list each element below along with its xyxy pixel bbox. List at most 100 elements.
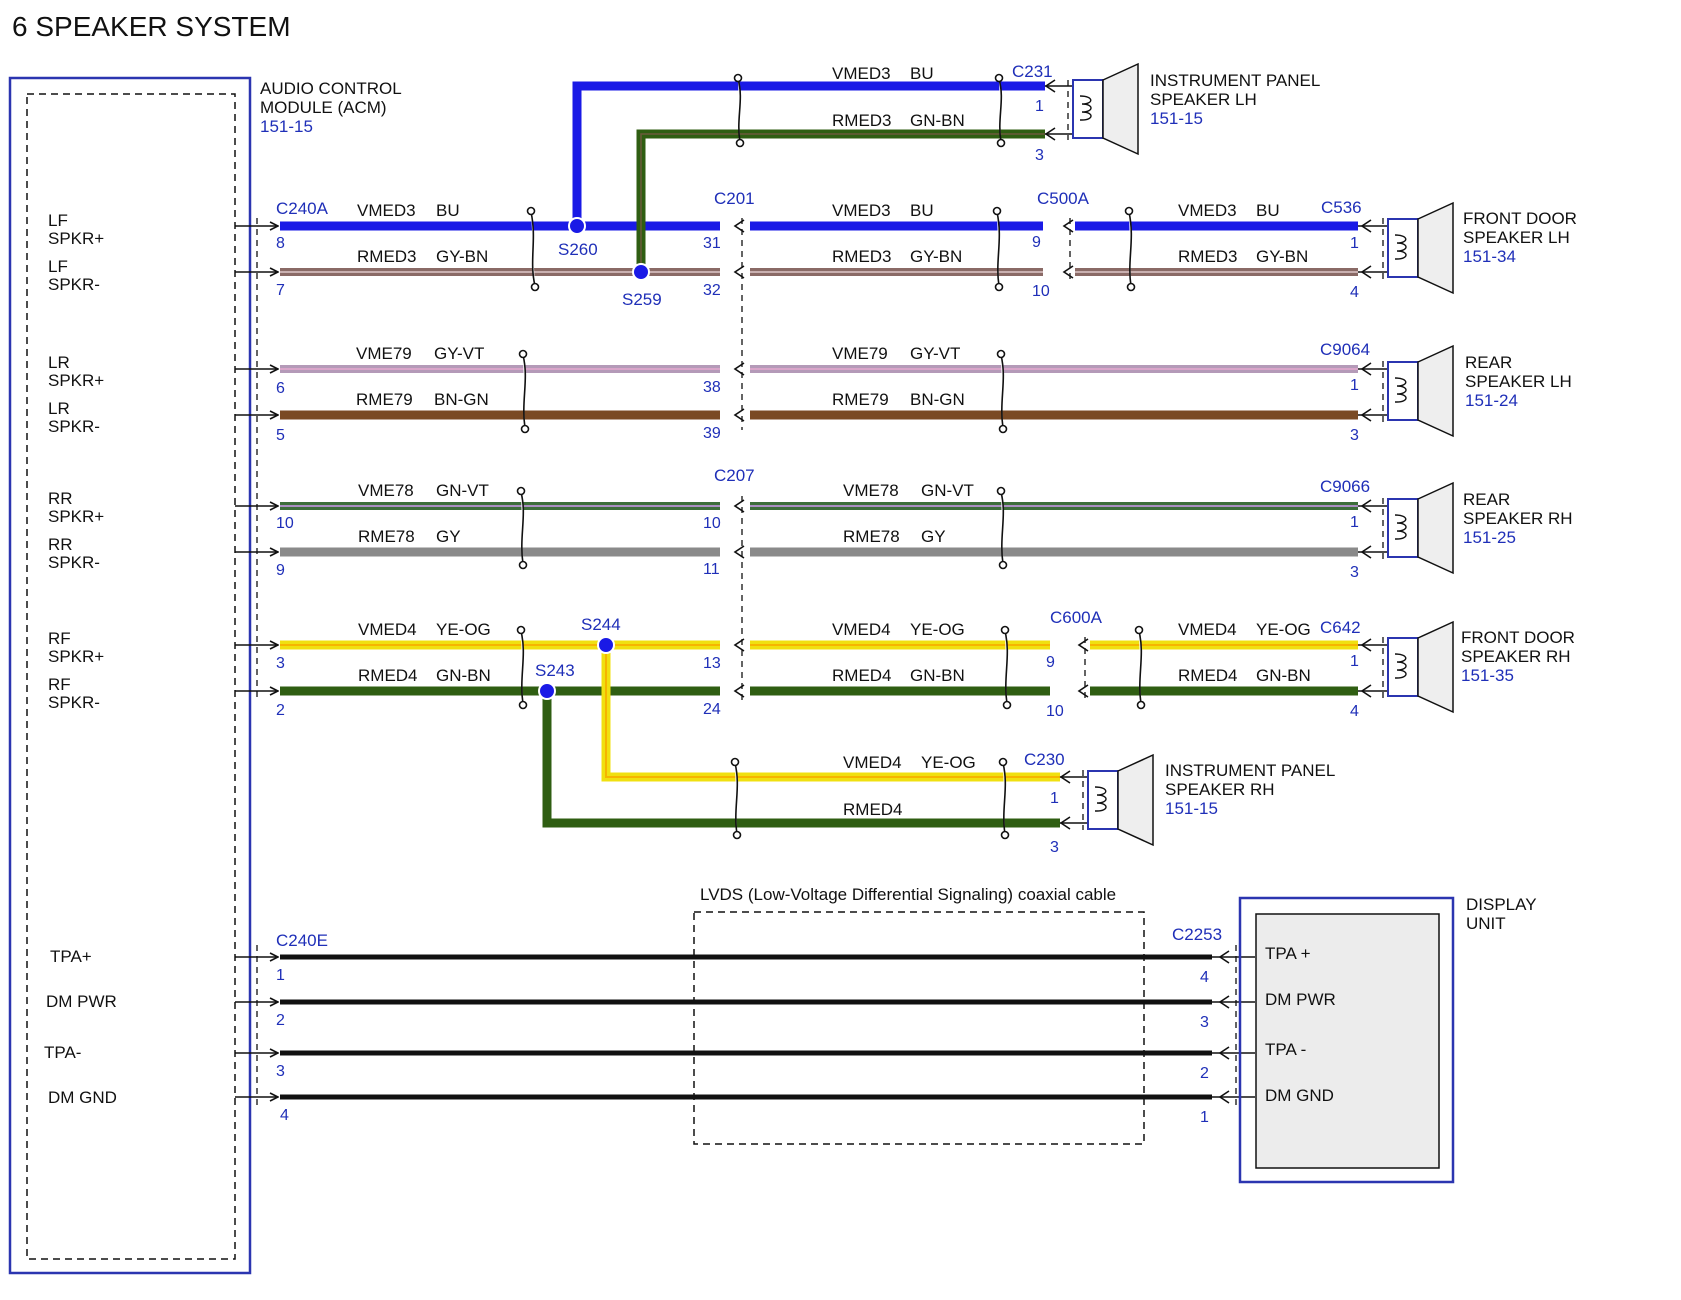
pin-num: 9 [276,562,285,579]
speaker-fd-lh-l1: FRONT DOOR [1463,209,1577,228]
wire-label: GN-BN [910,666,965,685]
wire-label: BU [910,64,934,83]
wire-label: VMED3 [1178,201,1237,220]
pin-num: 3 [1350,564,1359,581]
acm-stubs [235,226,278,1097]
twist [996,211,1001,287]
wire-label: GY [921,527,946,546]
pin-num: 8 [276,235,285,252]
twist-end [996,349,1006,359]
pin-num: 1 [1350,235,1359,252]
twist-end [530,282,540,292]
acm-name-line2: MODULE (ACM) [260,98,387,117]
wire-label: VMED4 [358,620,417,639]
splice-s243-label: S243 [535,661,575,680]
c500a-c600a-arrows [1062,219,1089,698]
twist [1002,762,1007,835]
twist-end [998,560,1008,570]
splice-s244-dot [597,636,615,654]
c231-label: C231 [1012,62,1053,81]
twist [737,78,742,143]
display-unit-l1: DISPLAY [1466,895,1537,914]
display-pin-dm-gnd: DM GND [1265,1086,1334,1105]
wire-label: RME79 [832,390,889,409]
c642-label: C642 [1320,618,1361,637]
wire-label: VME78 [358,481,414,500]
acm-pin-numbers: 8 7 6 5 10 9 3 2 1 2 3 4 [276,235,294,1124]
c600a-label: C600A [1050,608,1103,627]
arrow [1360,545,1372,559]
arrow [1360,219,1372,233]
acm-pin-rf-plus-l1: RF [48,629,71,648]
twist [734,762,739,835]
wire-label: RMED4 [843,800,903,819]
speaker-r-lh-ref: 151-24 [1465,391,1518,410]
acm-pin-tpa-minus: TPA- [44,1043,81,1062]
twist-markers [516,73,1146,840]
wire-label: GY-BN [910,247,962,266]
twist-end [730,757,740,767]
display-pin-dm-pwr: DM PWR [1265,990,1336,1009]
pin-num: 3 [1050,839,1059,856]
twist-end [992,206,1002,216]
c500a-c600a-pins: 9 10 9 10 [1032,234,1064,720]
display-pin-labels: TPA + DM PWR TPA - DM GND [1265,944,1336,1105]
speaker-fd-lh-ref: 151-34 [1463,247,1516,266]
wire-vmed4-ip-rh [601,645,1060,782]
wire-label: BN-GN [910,390,965,409]
arrow [1360,408,1372,422]
acm-pin-rr-minus-l1: RR [48,535,73,554]
speaker-fd-lh-l2: SPEAKER LH [1463,228,1570,247]
c536-label: C536 [1321,198,1362,217]
acm-pin-rf-minus-l2: SPKR- [48,693,100,712]
pin-num: 4 [1350,703,1359,720]
wire-label: RMED4 [1178,666,1238,685]
speaker-icon [1387,620,1454,714]
acm-pin-lf-minus-l2: SPKR- [48,275,100,294]
wire-label: GY-VT [434,344,484,363]
pin-num: 7 [276,282,285,299]
splices [538,217,650,700]
wire-label: VME79 [356,344,412,363]
twist-end [520,424,530,434]
splice-s259-label: S259 [622,290,662,309]
acm-pin-tpa-plus: TPA+ [50,947,92,966]
speaker-r-rh-l2: SPEAKER RH [1463,509,1573,528]
c2253-pins: 4 3 2 1 [1200,969,1209,1126]
ip-rh-branch [542,645,1060,828]
acm-pin-lr-plus-l2: SPKR+ [48,371,104,390]
pin-num: 3 [1350,427,1359,444]
wire-label: GN-BN [910,111,965,130]
pin-num: 10 [1032,283,1050,300]
speaker-r-lh-l2: SPEAKER LH [1465,372,1572,391]
wire-label: VME78 [843,481,899,500]
wire-rmed4-ip-rh [542,691,1060,828]
wire-label: RME78 [358,527,415,546]
acm-pin-lr-plus-l1: LR [48,353,70,372]
speaker-labels: INSTRUMENT PANEL SPEAKER LH 151-15 FRONT… [1150,71,1577,818]
arrow [1062,265,1074,279]
speaker-ip-lh-l1: INSTRUMENT PANEL [1150,71,1320,90]
pin-num: 2 [276,702,285,719]
speaker-ip-lh-l2: SPEAKER LH [1150,90,1257,109]
arrow [1218,1046,1230,1060]
acm-pin-rr-plus-l2: SPKR+ [48,507,104,526]
pin-num: 31 [703,235,721,252]
pin-num: 1 [1350,653,1359,670]
lvds-cable-box [693,911,1145,1145]
pin-num: 1 [1050,790,1059,807]
twist [530,211,536,287]
arrow [733,408,745,422]
speaker-fd-rh-l1: FRONT DOOR [1461,628,1575,647]
speaker-ip-rh-ref: 151-15 [1165,799,1218,818]
wire-label: RMED4 [832,666,892,685]
pin-num: 10 [703,515,721,532]
pin-num: 4 [280,1107,289,1124]
wire-label: GN-VT [921,481,974,500]
twist-end [516,625,526,635]
twist-end [1000,830,1010,840]
twist-end [518,560,528,570]
c240a-label: C240A [276,199,329,218]
wire-label: BU [910,201,934,220]
speaker-r-rh-l1: REAR [1463,490,1510,509]
